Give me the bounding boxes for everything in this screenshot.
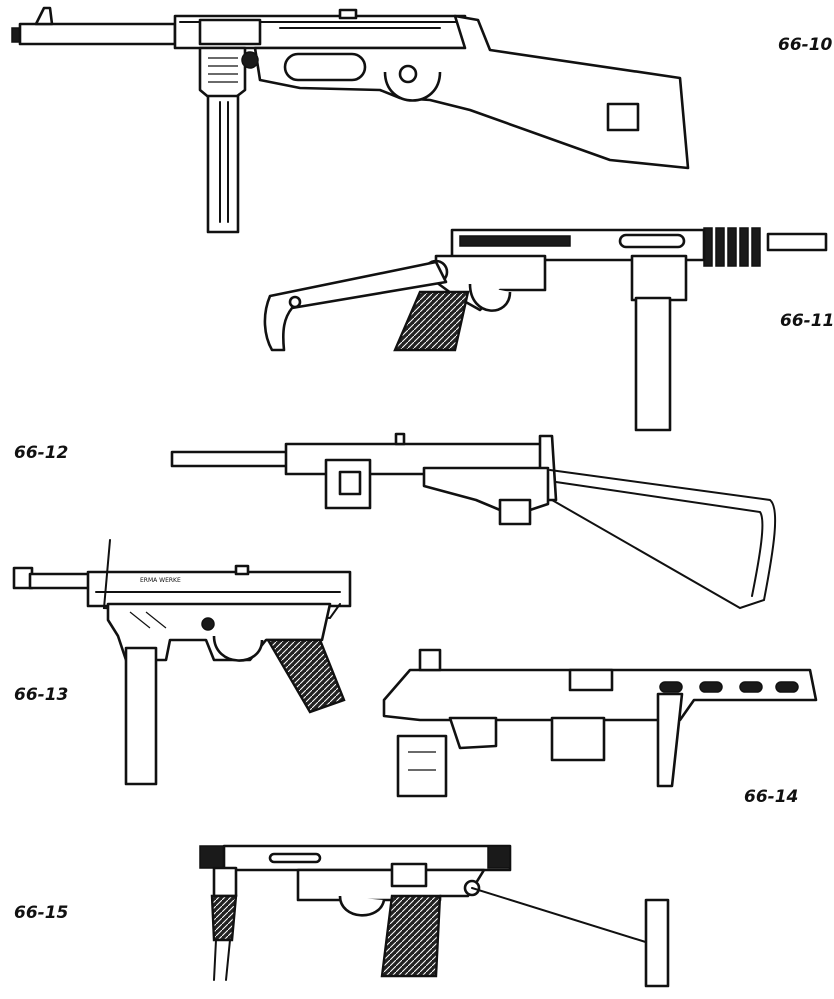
charging-housing-66-10 [198, 18, 262, 46]
barrel-66-13 [28, 572, 92, 590]
magazine-66-13 [124, 646, 158, 786]
front-sight-66-10 [34, 6, 54, 26]
gun-66-13: ERMA WERKE [12, 539, 352, 786]
pistol-grip-66-15 [380, 894, 442, 978]
gun-66-15 [199, 844, 670, 988]
front-grip-66-15 [210, 894, 238, 942]
figure-label-66-14: 66-14 [744, 787, 798, 807]
receiver-66-15 [222, 844, 512, 872]
sling-swivel-66-10 [606, 102, 640, 132]
figure-label-66-11: 66-11 [780, 311, 834, 331]
mag-well-ribs-66-10 [208, 57, 238, 83]
buttplate-66-15 [644, 898, 670, 988]
receiver-marking-66-13: ERMA WERKE [140, 577, 181, 584]
rear-sight-66-13 [234, 564, 250, 576]
wire-stock-inner-66-12 [555, 481, 764, 597]
stock-window-66-10 [283, 52, 367, 82]
stock-pin-66-11 [288, 295, 302, 309]
gun-66-11 [263, 227, 828, 432]
receiver-66-13 [86, 570, 352, 608]
gun-66-12 [170, 432, 777, 610]
folding-stock-arm-66-15 [471, 887, 653, 945]
trigger-guard-66-11 [468, 283, 512, 312]
cocking-slot-66-11 [459, 235, 571, 247]
rear-sight-66-10 [338, 8, 358, 20]
lower-frame-66-13 [106, 602, 332, 662]
pistol-grip-66-14 [396, 734, 448, 798]
barrel-66-12 [170, 450, 290, 468]
ejection-slot-66-11 [618, 233, 686, 249]
trigger-guard-66-10 [383, 71, 442, 102]
wire-stock-66-12 [549, 469, 777, 610]
cocking-slot-66-15 [268, 852, 322, 864]
magazine-66-10 [206, 94, 240, 234]
trigger-guard-66-12 [498, 498, 532, 526]
mag-well-ribs-66-13 [129, 611, 167, 629]
figure-label-66-12: 66-12 [14, 443, 68, 463]
maker-badge-66-15 [390, 862, 428, 888]
magazine-ribs-66-10 [219, 101, 229, 223]
figure-label-66-10: 66-10 [778, 35, 833, 55]
pistol-grip-66-11 [393, 290, 470, 352]
trigger-guard-66-13 [212, 635, 264, 662]
barrel-66-11 [766, 232, 828, 252]
rear-cap-66-15 [487, 845, 511, 869]
front-grip-stem-66-15 [213, 939, 231, 981]
mag-housing-66-14 [550, 716, 606, 762]
barrel-66-10 [18, 22, 177, 46]
pistol-grip-66-13 [265, 638, 346, 714]
cooling-fins-66-11 [703, 227, 761, 267]
folding-stock-66-11 [263, 260, 448, 352]
gun-66-10 [11, 6, 690, 234]
trigger-group-66-14 [448, 716, 498, 750]
grip-lines-66-14 [408, 751, 436, 771]
magazine-66-11 [634, 296, 672, 432]
mag-release-66-13 [201, 617, 215, 631]
gun-66-14 [382, 648, 818, 798]
shroud-vents-66-14 [659, 681, 799, 693]
figure-label-66-15: 66-15 [14, 903, 68, 923]
figure-label-66-13: 66-13 [14, 685, 68, 705]
mag-housing-66-11 [630, 254, 688, 302]
rear-sight-66-14 [418, 648, 442, 672]
muzzle-66-15 [199, 845, 225, 869]
mag-release-66-10 [241, 51, 259, 69]
folding-stock-66-14 [656, 692, 684, 788]
ejection-port-66-14 [568, 668, 614, 692]
trigger-guard-66-15 [338, 895, 386, 917]
front-grip-mount-66-15 [212, 866, 238, 898]
trigger-pin-66-10 [398, 64, 418, 84]
front-post-66-12 [394, 432, 406, 446]
mag-latch-66-12 [338, 470, 362, 496]
